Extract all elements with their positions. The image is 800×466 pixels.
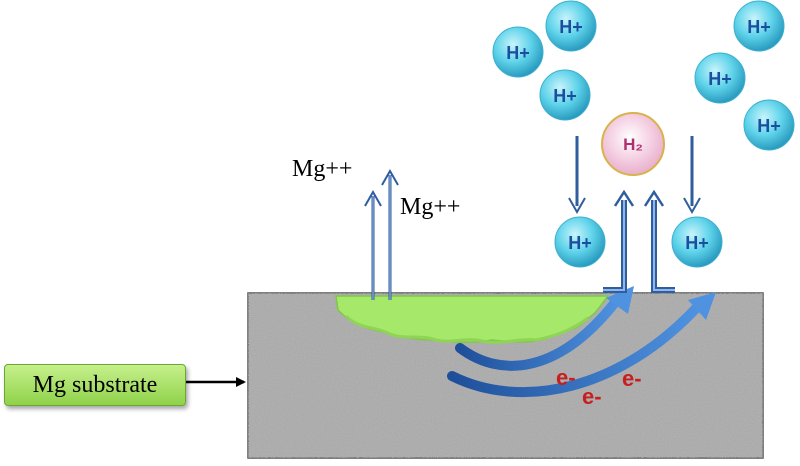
h-ion-label: H+ <box>708 69 732 89</box>
h-ion: H+ <box>743 99 795 151</box>
electron-label: e- <box>622 366 642 391</box>
mg-ion-arrow-2 <box>381 168 399 300</box>
h-ion: H+ <box>492 26 544 78</box>
mg-ion-label: Mg++ <box>292 156 352 182</box>
h-ion: H+ <box>539 69 591 121</box>
h-ion: H+ <box>733 0 785 52</box>
substrate-label: Mg substrate <box>32 371 158 398</box>
h-ion: H+ <box>545 0 597 52</box>
h-ion-label: H+ <box>685 233 709 253</box>
h-ion: H+ <box>554 216 606 268</box>
mg-ion-arrow-1 <box>364 189 382 300</box>
h-ion-label: H+ <box>553 86 577 106</box>
h-ion: H+ <box>671 216 723 268</box>
h-ion: H+ <box>694 52 746 104</box>
h-ion-label: H+ <box>506 43 530 63</box>
corrosion-product-scallops <box>344 314 589 344</box>
electron-label: e- <box>556 365 576 390</box>
mg-ion-label: Mg++ <box>400 194 460 220</box>
h-ion-down-arrow <box>683 136 701 215</box>
h-ion-label: H+ <box>559 17 583 37</box>
electron-arc-1 <box>455 291 625 371</box>
h2-molecule: H₂ <box>601 112 665 176</box>
h2-label: H₂ <box>623 135 643 154</box>
h-ion-label: H+ <box>747 17 771 37</box>
electron-label: e- <box>582 384 602 409</box>
electron-arc-2 <box>447 299 705 397</box>
electron-flow-arrows <box>447 286 716 397</box>
h2-release-arrows <box>603 189 675 293</box>
h-ion-label: H+ <box>568 233 592 253</box>
h-ion-down-arrow <box>568 136 586 215</box>
substrate-label-box: Mg substrate <box>4 364 186 406</box>
h-ion-label: H+ <box>757 116 781 136</box>
